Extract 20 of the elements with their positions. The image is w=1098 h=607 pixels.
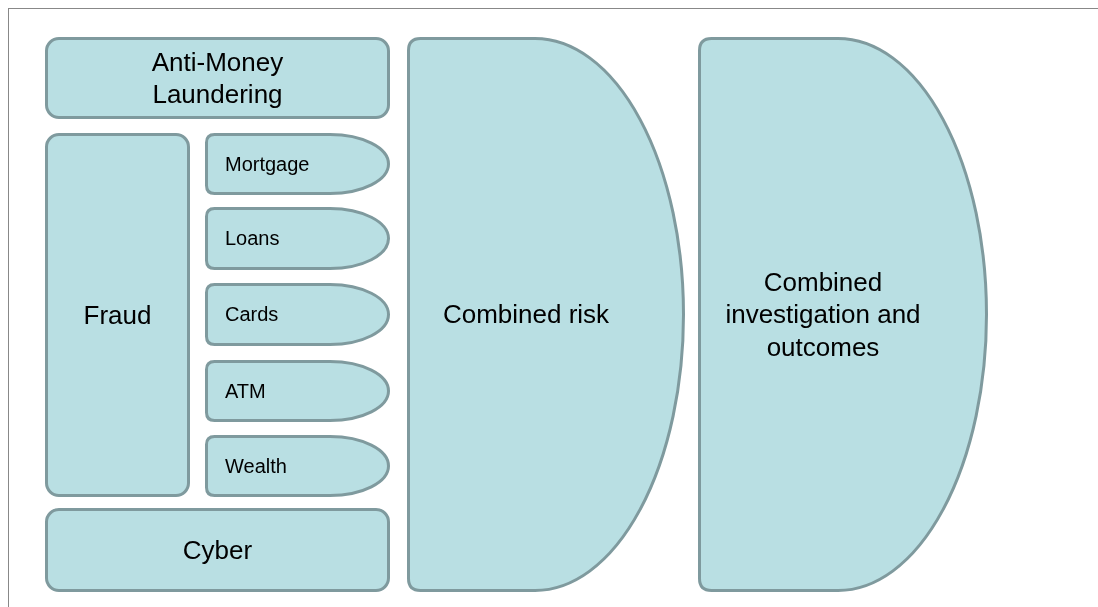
node-label: ATM — [225, 378, 266, 404]
node-label: Combined risk — [442, 298, 610, 331]
node-label: Combined investigation and outcomes — [724, 265, 922, 364]
bullet-shape — [205, 133, 390, 195]
half-round-shape — [407, 37, 685, 592]
bullet-shape — [205, 207, 390, 270]
node-label: Wealth — [225, 453, 287, 479]
node-label: Anti-Money Laundering — [150, 45, 285, 111]
node-label: Mortgage — [225, 151, 310, 177]
node-label: Loans — [225, 226, 280, 251]
half-round-shape — [698, 37, 988, 592]
rounded-box — [45, 508, 390, 592]
rounded-box — [45, 37, 390, 119]
bullet-shape — [205, 360, 390, 422]
node-label: Cyber — [182, 533, 253, 567]
bullet-shape — [205, 283, 390, 346]
node-label: Cards — [225, 302, 279, 327]
rounded-box — [45, 133, 190, 497]
node-label: Fraud — [83, 298, 152, 332]
bullet-shape — [205, 435, 390, 497]
